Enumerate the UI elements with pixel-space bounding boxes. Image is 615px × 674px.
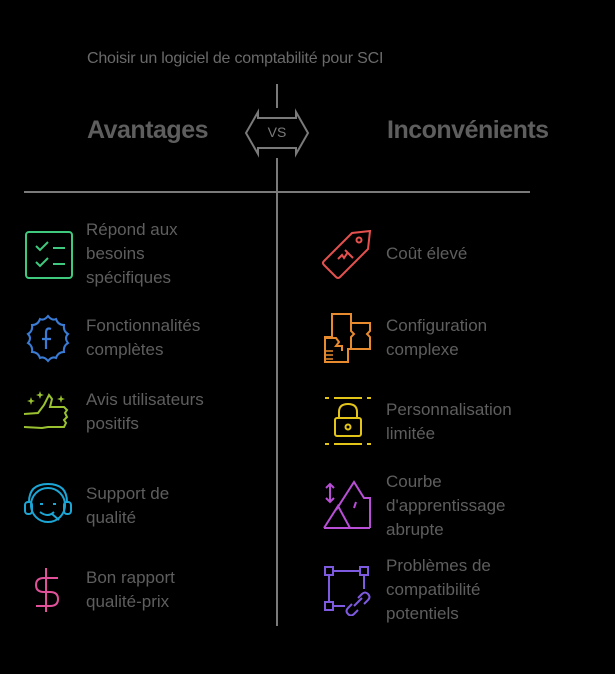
- puzzle-floorplan-icon: [324, 313, 371, 363]
- advantage-item: Fonctionnalités complètes: [22, 312, 256, 364]
- vs-hexagon-icon: [244, 108, 310, 158]
- advantage-label: Support de qualité: [86, 484, 170, 527]
- disadvantage-label: Coût élevé: [386, 244, 468, 263]
- diagram-title: Choisir un logiciel de comptabilité pour…: [87, 50, 384, 67]
- thumbs-up-icon: [23, 391, 69, 430]
- advantage-label: Avis utilisateurs positifs: [86, 390, 204, 433]
- center-divider-top: [276, 84, 278, 108]
- vs-badge: VS: [244, 108, 310, 158]
- disadvantages-heading: Inconvénients: [387, 116, 549, 144]
- disadvantage-item: Problèmes de compatibilité potentiels: [322, 554, 516, 626]
- horizontal-divider: [24, 191, 530, 193]
- vs-label: VS: [267, 124, 287, 140]
- disadvantage-item: Configuration complexe: [322, 312, 556, 364]
- dollar-icon: [34, 568, 60, 612]
- advantage-item: Avis utilisateurs positifs: [22, 386, 206, 438]
- advantage-item: Support de qualité: [22, 480, 206, 532]
- advantage-item: Bon rapport qualité-prix: [22, 564, 206, 616]
- disadvantage-label: Problèmes de compatibilité potentiels: [386, 556, 491, 623]
- disadvantage-label: Personnalisation limitée: [386, 400, 512, 443]
- center-divider: [276, 158, 278, 626]
- advantage-item: Répond aux besoins spécifiques: [22, 218, 206, 290]
- advantage-label: Répond aux besoins spécifiques: [86, 220, 178, 287]
- advantage-label: Bon rapport qualité-prix: [86, 568, 175, 611]
- checklist-icon: [25, 231, 73, 279]
- mountain-icon: [323, 480, 371, 529]
- disadvantage-item: Courbe d'apprentissage abrupte: [322, 470, 556, 542]
- advantage-label: Fonctionnalités complètes: [86, 316, 201, 359]
- feature-badge-icon: [26, 314, 70, 363]
- disadvantage-label: Courbe d'apprentissage abrupte: [386, 472, 506, 539]
- lock-icon: [325, 397, 371, 445]
- disadvantage-label: Configuration complexe: [386, 316, 488, 359]
- link-frame-icon: [324, 566, 371, 616]
- disadvantage-item: Coût élevé: [322, 228, 556, 280]
- disadvantage-item: Personnalisation limitée: [322, 396, 556, 448]
- advantages-heading: Avantages: [87, 116, 209, 144]
- headset-support-icon: [24, 482, 72, 523]
- price-tag-icon: [322, 229, 372, 279]
